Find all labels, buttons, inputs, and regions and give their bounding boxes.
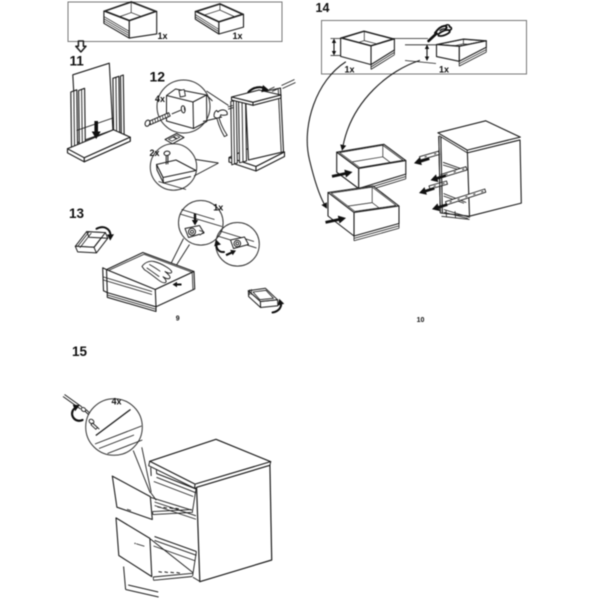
svg-text:9: 9 bbox=[176, 316, 180, 323]
svg-text:14: 14 bbox=[316, 1, 330, 15]
svg-text:1x: 1x bbox=[158, 31, 168, 41]
svg-text:4x: 4x bbox=[155, 94, 165, 104]
svg-text:1x: 1x bbox=[439, 65, 449, 75]
svg-text:10: 10 bbox=[417, 317, 425, 324]
svg-text:11: 11 bbox=[70, 54, 85, 69]
svg-text:12: 12 bbox=[150, 69, 166, 85]
svg-text:1x: 1x bbox=[213, 202, 223, 212]
svg-text:1x: 1x bbox=[345, 65, 355, 75]
svg-text:4x: 4x bbox=[112, 397, 122, 407]
svg-text:1x: 1x bbox=[233, 31, 243, 41]
svg-text:2x: 2x bbox=[150, 148, 160, 158]
svg-text:15: 15 bbox=[72, 344, 88, 359]
svg-text:13: 13 bbox=[69, 206, 85, 221]
